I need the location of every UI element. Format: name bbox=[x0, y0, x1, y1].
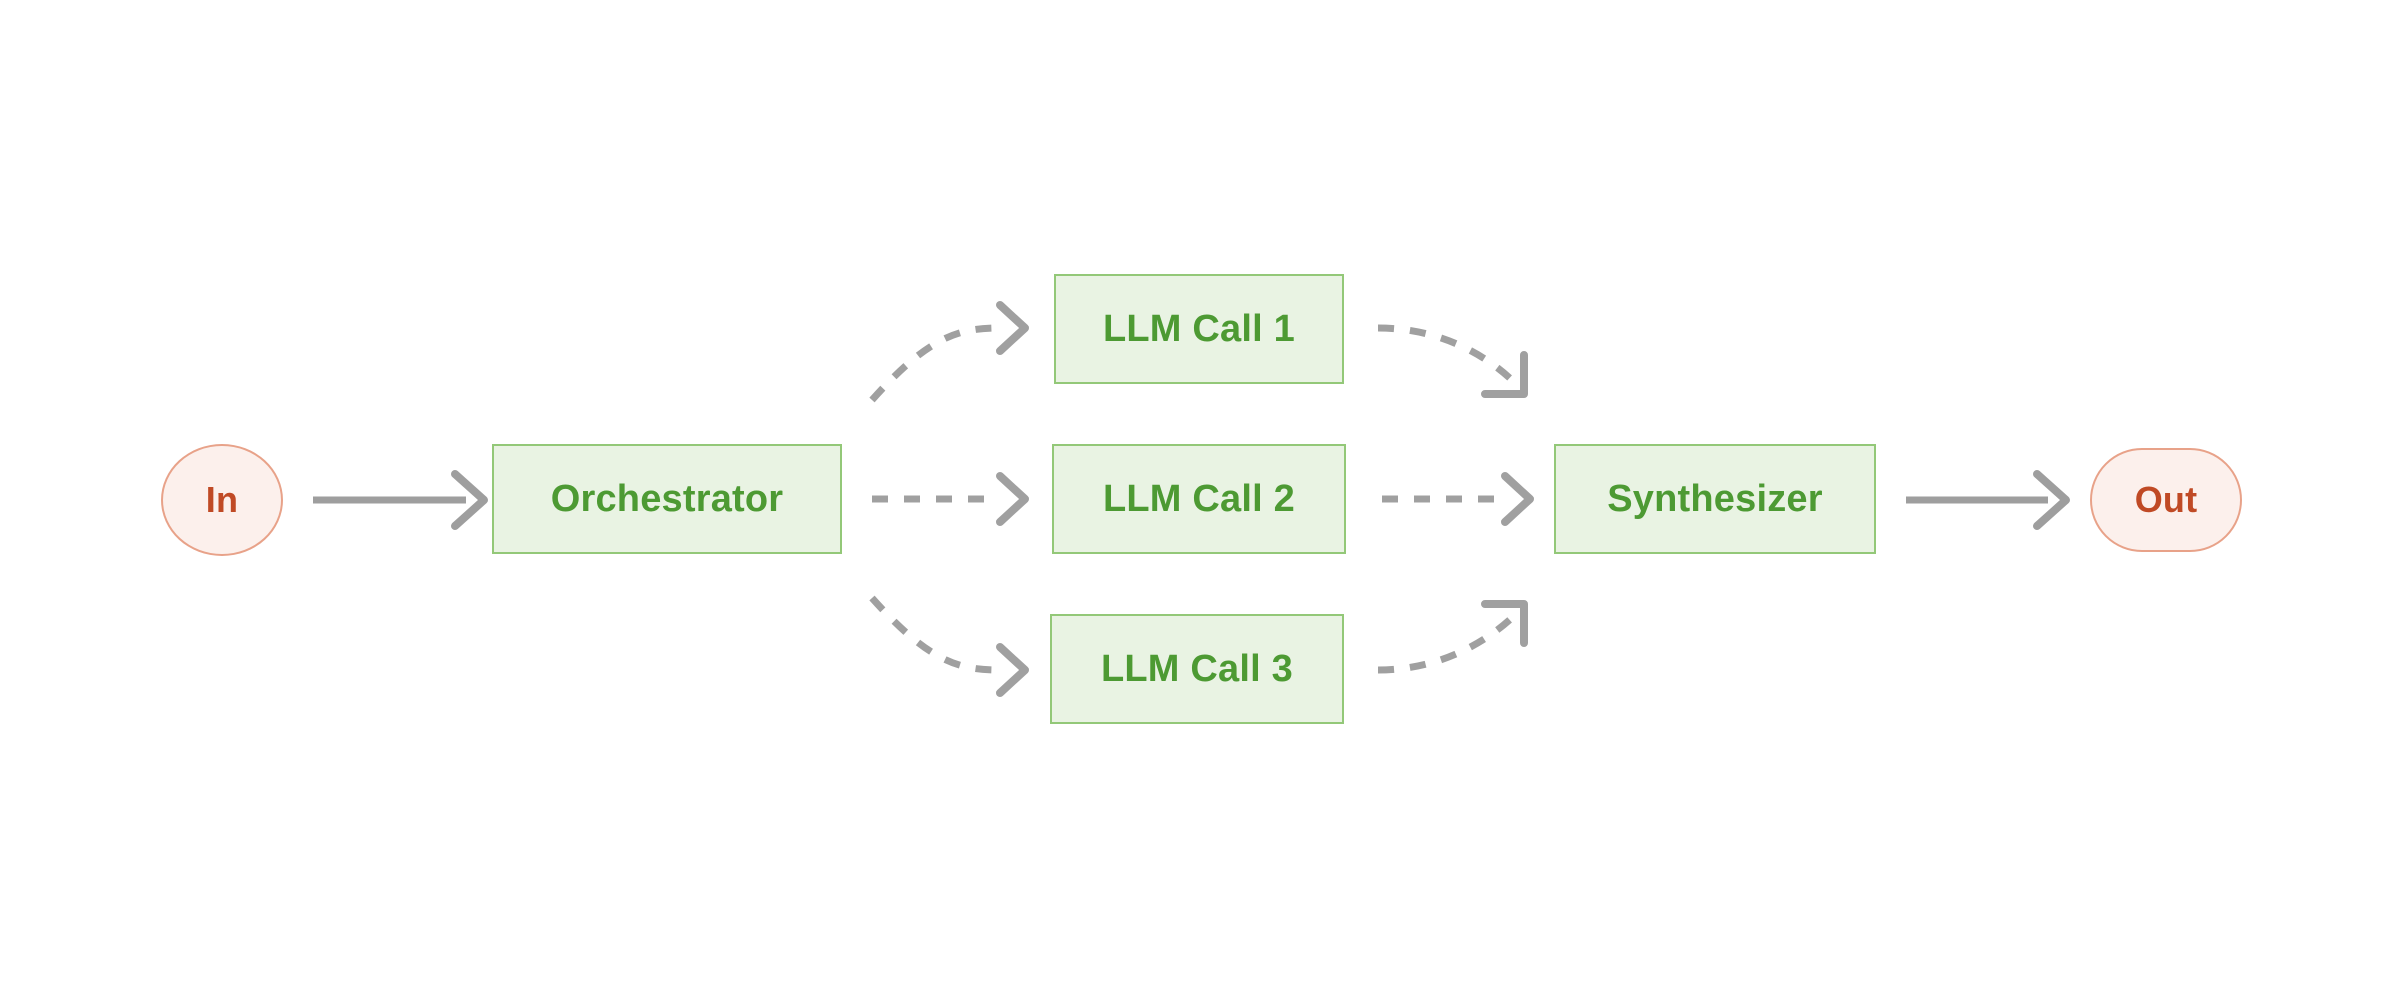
edge-in-to-orchestrator bbox=[313, 470, 488, 530]
node-llm-call-3[interactable]: LLM Call 3 bbox=[1050, 614, 1344, 724]
node-orchestrator-label: Orchestrator bbox=[550, 478, 784, 520]
edge-orchestrator-to-llm2 bbox=[872, 472, 1029, 526]
node-llm-call-2-label: LLM Call 2 bbox=[1102, 478, 1296, 520]
edge-llm1-to-synthesizer bbox=[1377, 324, 1528, 398]
node-llm-call-3-label: LLM Call 3 bbox=[1100, 648, 1294, 690]
edge-llm2-to-synthesizer bbox=[1382, 472, 1534, 526]
node-orchestrator[interactable]: Orchestrator bbox=[492, 444, 842, 554]
node-output-label: Out bbox=[2134, 479, 2198, 520]
node-output[interactable]: Out bbox=[2090, 448, 2242, 552]
edge-orchestrator-to-llm3 bbox=[869, 595, 1029, 697]
edge-orchestrator-to-llm1 bbox=[869, 301, 1029, 403]
node-input[interactable]: In bbox=[161, 444, 283, 556]
node-llm-call-1[interactable]: LLM Call 1 bbox=[1054, 274, 1344, 384]
edge-llm3-to-synthesizer bbox=[1377, 600, 1528, 674]
node-llm-call-1-label: LLM Call 1 bbox=[1102, 308, 1296, 350]
node-llm-call-2[interactable]: LLM Call 2 bbox=[1052, 444, 1346, 554]
node-synthesizer-label: Synthesizer bbox=[1607, 478, 1823, 520]
node-input-label: In bbox=[205, 479, 239, 520]
edge-synthesizer-to-output bbox=[1906, 470, 2070, 530]
node-synthesizer[interactable]: Synthesizer bbox=[1554, 444, 1876, 554]
